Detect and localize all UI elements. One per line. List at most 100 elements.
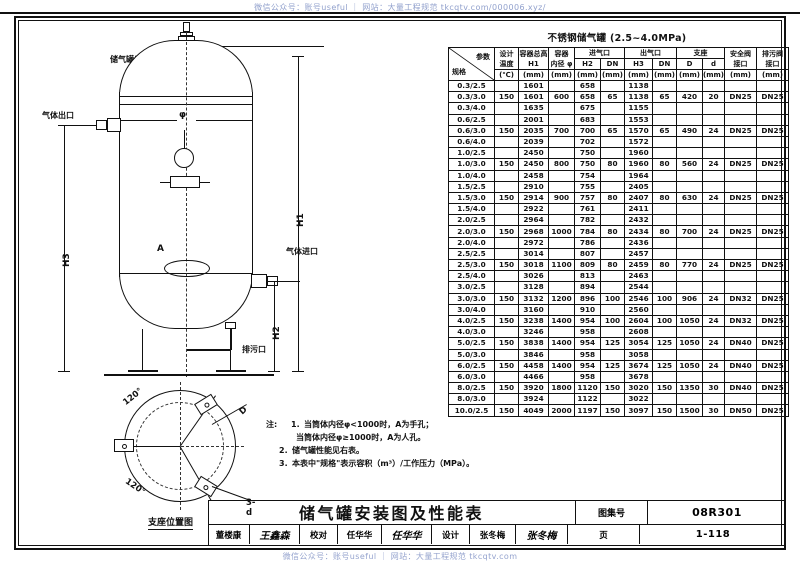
sign-校对-name: 任华华 <box>338 525 382 544</box>
cell-design-temp <box>494 203 519 216</box>
spec-table-block: 不锈钢储气罐 (2.5~4.0MPa) 参数 规格 设计温度 <box>448 30 789 417</box>
gas-outlet-flange <box>96 120 107 130</box>
cell-d-minor <box>702 393 725 406</box>
cell-dn-inlet <box>600 113 625 126</box>
cell-h3: 1155 <box>624 102 653 115</box>
cell-dn-outlet <box>652 236 677 249</box>
cell-total-height: 3132 <box>518 292 549 305</box>
cell-dn-outlet <box>652 147 677 160</box>
h3-tick-top <box>58 125 70 126</box>
cell-inner-diameter <box>548 370 575 384</box>
cell-d-major: 560 <box>676 158 703 171</box>
cell-dn-inlet <box>600 326 625 339</box>
cell-h2: 675 <box>574 102 601 115</box>
cell-inner-diameter: 1200 <box>548 292 575 305</box>
cell-dn-outlet <box>652 348 677 361</box>
atlas-number-label: 图集号 <box>576 500 648 524</box>
cell-dn-outlet <box>652 169 677 182</box>
cell-inner-diameter: 1100 <box>548 258 575 272</box>
cell-dn-outlet <box>652 79 677 93</box>
support-leg-left <box>142 329 144 371</box>
cell-h3: 1572 <box>624 135 653 149</box>
cell-h3: 2434 <box>624 225 653 238</box>
cell-design-temp <box>494 236 519 249</box>
cell-dn-outlet <box>652 326 677 339</box>
cell-d-minor: 24 <box>702 258 725 272</box>
header-group-support: 支座 <box>676 47 725 59</box>
cell-h3: 2463 <box>624 270 653 283</box>
cell-total-height: 4458 <box>518 359 549 372</box>
cell-safety-valve <box>724 247 757 261</box>
cell-dn-outlet <box>652 393 677 406</box>
cell-h3: 3674 <box>624 359 653 372</box>
cell-design-temp <box>494 135 519 149</box>
cell-safety-valve <box>724 348 757 361</box>
cell-design-temp <box>494 303 519 316</box>
cell-inner-diameter <box>548 79 575 93</box>
cell-h2: 958 <box>574 348 601 361</box>
cell-d-minor: 30 <box>702 382 725 395</box>
cell-spec: 0.3/3.0 <box>448 91 495 104</box>
cell-dn-outlet: 100 <box>652 314 677 328</box>
h3-tick-bottom <box>58 371 70 372</box>
header-dn-outlet: DN <box>652 58 677 70</box>
cell-spec: 3.0/3.0 <box>448 292 495 305</box>
cell-drain-valve: DN25 <box>756 91 789 104</box>
cell-inner-diameter <box>548 180 575 193</box>
note-row: 3. 本表中"规格"表示容积（m³）/工作压力（MPa）。 <box>266 457 474 470</box>
cell-drain-valve <box>756 281 789 294</box>
cell-h3: 3054 <box>624 337 653 350</box>
unit-dn-outlet: (mm) <box>652 69 677 81</box>
cell-total-height: 3128 <box>518 281 549 294</box>
cell-total-height: 3838 <box>518 337 549 350</box>
cell-dn-inlet <box>600 135 625 149</box>
cell-h2: 658 <box>574 79 601 93</box>
watermark-top: 微信公众号：账号useful ｜ 网站：大量工程规范 tkcqtv.com/00… <box>254 3 546 12</box>
cell-drain-valve <box>756 348 789 361</box>
cell-h2: 807 <box>574 247 601 261</box>
cell-d-minor: 24 <box>702 359 725 372</box>
cell-d-major <box>676 135 703 149</box>
cell-spec: 2.5/2.5 <box>448 247 495 261</box>
plan-title-label: 支座位置图 <box>148 515 194 530</box>
cell-h2: 750 <box>574 147 601 160</box>
cell-h2: 782 <box>574 214 601 227</box>
h3-dimension-line <box>64 125 65 372</box>
cell-total-height: 3246 <box>518 326 549 339</box>
cell-total-height: 1601 <box>518 79 549 93</box>
cell-h3: 2407 <box>624 191 653 205</box>
page-number-value: 1-118 <box>695 529 731 540</box>
sign-设计-signature: 张冬梅 <box>516 525 568 544</box>
note-number: 1. <box>291 420 300 429</box>
cell-dn-inlet <box>600 79 625 93</box>
unit-inner-diameter: (mm) <box>548 69 575 81</box>
cell-dn-inlet <box>600 370 625 384</box>
header-h2: H2 <box>574 58 601 70</box>
h3-dimension-label: H3 <box>62 253 72 267</box>
cell-d-major: 700 <box>676 225 703 238</box>
cell-d-minor: 24 <box>702 124 725 137</box>
cell-dn-inlet: 100 <box>600 292 625 305</box>
cell-h2: 954 <box>574 337 601 350</box>
cell-spec: 2.0/4.0 <box>448 236 495 249</box>
pressure-gauge <box>174 148 194 168</box>
cell-dn-inlet: 80 <box>600 158 625 171</box>
cell-d-minor <box>702 348 725 361</box>
cell-inner-diameter: 1000 <box>548 225 575 238</box>
cell-h3: 1570 <box>624 124 653 137</box>
cell-spec: 0.6/4.0 <box>448 135 495 149</box>
cell-safety-valve: DN32 <box>724 314 757 328</box>
cell-spec: 5.0/2.5 <box>448 337 495 350</box>
cell-h2: 1122 <box>574 393 601 406</box>
cell-total-height: 3018 <box>518 258 549 272</box>
cell-d-major: 1500 <box>676 404 703 417</box>
sign-校对-signature: 任华华 <box>382 525 432 544</box>
cell-total-height: 4466 <box>518 370 549 384</box>
title-block-signature-row: 董楼康 王鑫森 校对 任华华 任华华 设计 张冬梅 张冬梅 页 1-118 <box>208 525 786 544</box>
